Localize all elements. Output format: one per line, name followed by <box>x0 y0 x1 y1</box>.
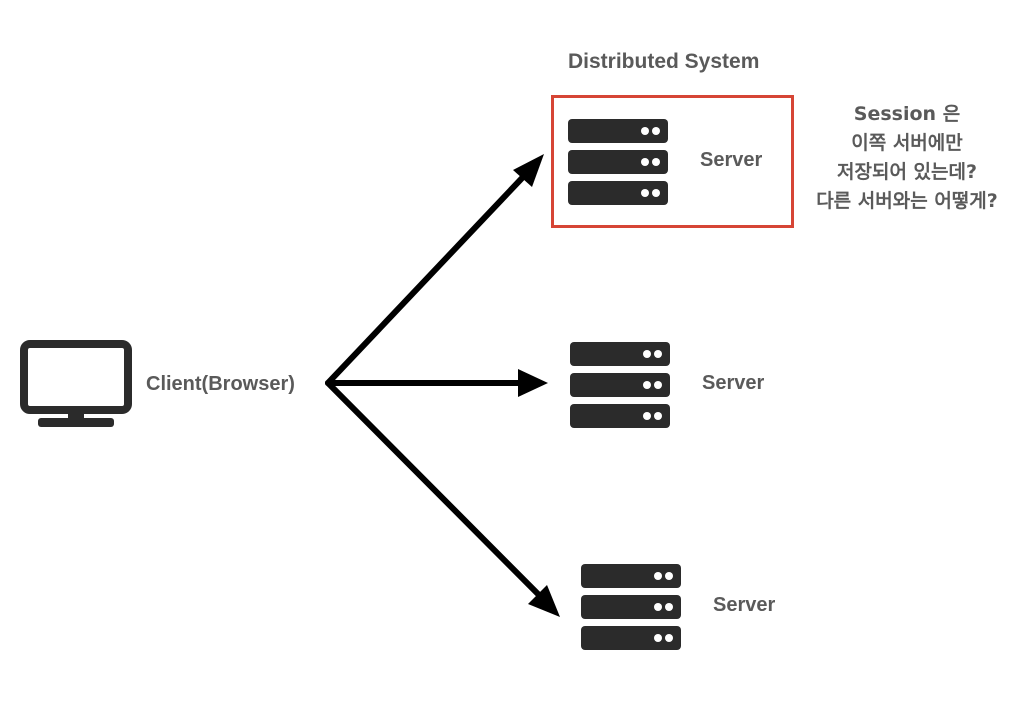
server-label-3: Server <box>713 594 776 616</box>
arrow-to-server-2 <box>325 369 548 397</box>
note-line-2: 이쪽 서버에만 <box>851 132 963 154</box>
server-rack-icon <box>568 119 668 205</box>
session-note: Session 은 이쪽 서버에만 저장되어 있는데? 다른 서버와는 어떻게? <box>792 100 1022 216</box>
server-rack-icon <box>581 564 681 650</box>
note-line-4: 다른 서버와는 어떻게? <box>816 190 998 212</box>
note-line-3: 저장되어 있는데? <box>837 161 977 183</box>
monitor-icon <box>20 340 132 427</box>
diagram-title: Distributed System <box>568 50 760 73</box>
arrow-to-server-3 <box>325 380 560 617</box>
note-line-1: Session 은 <box>853 103 961 125</box>
arrow-to-server-1 <box>325 154 544 386</box>
server-label-1: Server <box>700 149 763 171</box>
highlight-box <box>551 95 794 228</box>
server-rack-icon <box>570 342 670 428</box>
server-label-2: Server <box>702 372 765 394</box>
client-label: Client(Browser) <box>146 373 295 395</box>
